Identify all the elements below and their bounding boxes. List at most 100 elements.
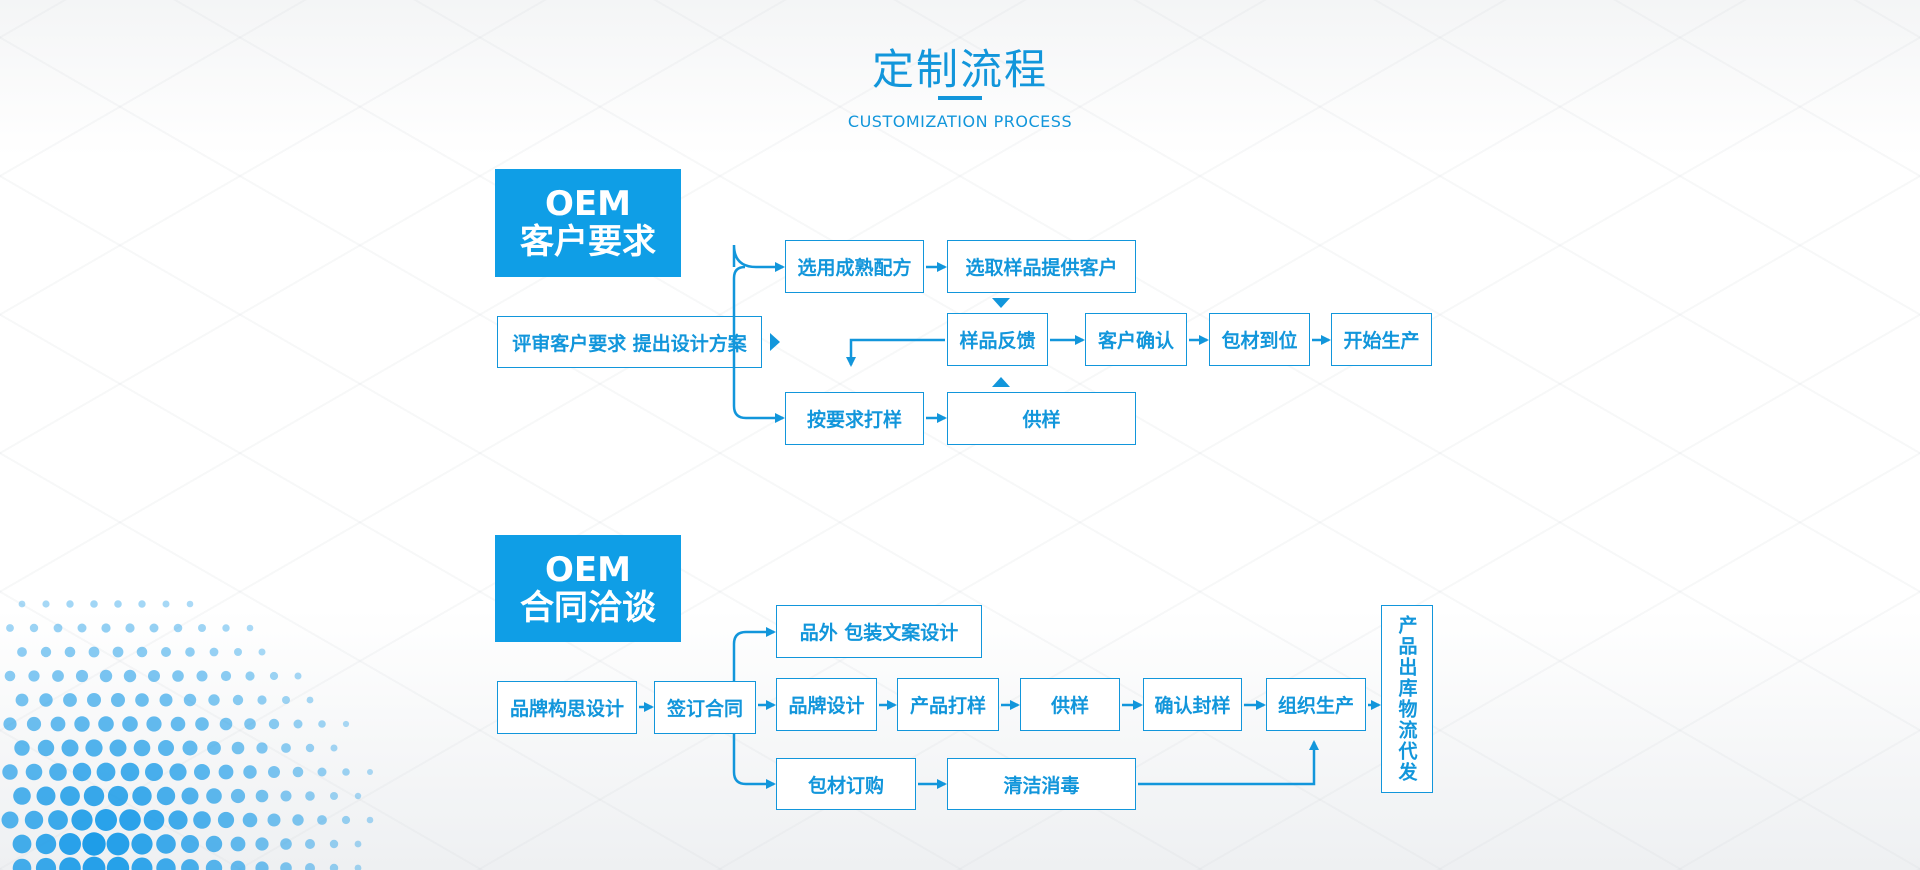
globe-dot <box>330 744 338 752</box>
globe-dot <box>114 600 122 608</box>
globe-dot <box>341 815 351 825</box>
globe-dot <box>53 623 63 633</box>
globe-dot <box>318 720 326 728</box>
globe-dot <box>305 863 315 870</box>
globe-dot <box>366 816 374 824</box>
globe-dot <box>172 670 184 682</box>
globe-dot <box>218 764 234 780</box>
globe-dot <box>17 647 27 657</box>
globe-dot <box>77 623 87 633</box>
globe-dot <box>72 762 92 782</box>
oem-contract-negotiation-header: OEM 合同洽谈 <box>495 535 681 642</box>
globe-dot <box>354 864 362 870</box>
globe-dot <box>59 857 81 870</box>
globe-dot <box>294 672 302 680</box>
globe-dot <box>230 788 246 804</box>
globe-dot <box>28 670 40 682</box>
globe-dot <box>234 648 242 656</box>
globe-dot <box>206 788 222 804</box>
node-packaging-design: 品外 包装文案设计 <box>776 605 982 658</box>
globe-dot <box>88 646 100 658</box>
node-brand-design: 品牌设计 <box>776 678 877 731</box>
arrow-review-out <box>770 333 780 351</box>
globe-dot <box>195 717 209 731</box>
globe-dot <box>156 834 176 854</box>
globe-dot <box>4 670 16 682</box>
globe-dot <box>354 792 362 800</box>
globe-dot <box>136 646 148 658</box>
globe-dot <box>135 693 149 707</box>
globe-dot <box>25 763 43 781</box>
globe-dot <box>317 815 327 825</box>
node-customer-confirm: 客户确认 <box>1085 313 1187 366</box>
node-start-production: 开始生产 <box>1331 313 1432 366</box>
globe-dot <box>50 716 66 732</box>
globe-dot <box>63 693 77 707</box>
globe-dot <box>222 624 230 632</box>
globe-dot <box>243 765 257 779</box>
globe-dot <box>282 696 290 704</box>
globe-dot <box>120 762 140 782</box>
globe-dot <box>145 763 163 781</box>
globe-dot <box>186 600 194 608</box>
globe-dot <box>217 811 235 829</box>
globe-dot <box>112 646 124 658</box>
globe-dot <box>257 695 267 705</box>
globe-dot <box>37 739 55 757</box>
globe-dot <box>40 646 52 658</box>
globe-dot <box>75 669 89 683</box>
globe-dot <box>156 786 176 806</box>
globe-dot <box>244 718 256 730</box>
globe-dot <box>98 716 114 732</box>
node-product-sample: 产品打样 <box>897 678 999 731</box>
globe-dot <box>6 624 14 632</box>
globe-dot <box>185 647 195 657</box>
globe-dot <box>317 767 327 777</box>
node-sample-feedback: 样品反馈 <box>947 313 1048 366</box>
globe-dot <box>256 742 268 754</box>
globe-dot <box>106 856 130 870</box>
arrow-branch-top-2 <box>732 627 776 681</box>
globe-dot <box>305 791 315 801</box>
globe-dot <box>64 646 76 658</box>
globe-dot <box>242 812 258 828</box>
globe-dot <box>149 623 159 633</box>
globe-dot <box>196 670 208 682</box>
globe-dot <box>96 762 116 782</box>
node-mature-formula: 选用成熟配方 <box>785 240 924 293</box>
globe-dot <box>131 857 153 870</box>
globe-dot <box>306 696 314 704</box>
globe-dot <box>170 716 186 732</box>
globe-dot <box>280 862 292 870</box>
globe-dot <box>82 832 106 856</box>
globe-dot <box>60 786 80 806</box>
node-select-sample: 选取样品提供客户 <box>947 240 1136 293</box>
globe-dot <box>3 717 17 731</box>
globe-dot <box>48 810 68 830</box>
globe-dot <box>305 743 315 753</box>
page-subtitle: CUSTOMIZATION PROCESS <box>847 112 1073 131</box>
globe-dot <box>194 764 210 780</box>
globe-dot <box>99 669 113 683</box>
globe-dot <box>131 833 153 855</box>
globe-dot <box>111 693 125 707</box>
node-sample-on-request: 按要求打样 <box>785 392 924 445</box>
globe-dot <box>280 838 292 850</box>
globe-dot <box>90 600 98 608</box>
globe-dot <box>138 600 146 608</box>
arrow-cleaning-to-organize <box>1138 740 1319 786</box>
flow2-label-line2: 合同洽谈 <box>520 587 656 628</box>
globe-dot <box>245 671 255 681</box>
globe-dot <box>169 763 187 781</box>
globe-dot <box>292 814 304 826</box>
globe-dot <box>82 856 106 870</box>
globe-dot <box>85 739 103 757</box>
globe-dot <box>208 694 220 706</box>
globe-dot <box>146 716 162 732</box>
globe-dot <box>182 740 198 756</box>
globe-dot <box>36 786 56 806</box>
globe-dot <box>18 600 26 608</box>
globe-dot <box>258 648 266 656</box>
globe-dot <box>159 693 173 707</box>
